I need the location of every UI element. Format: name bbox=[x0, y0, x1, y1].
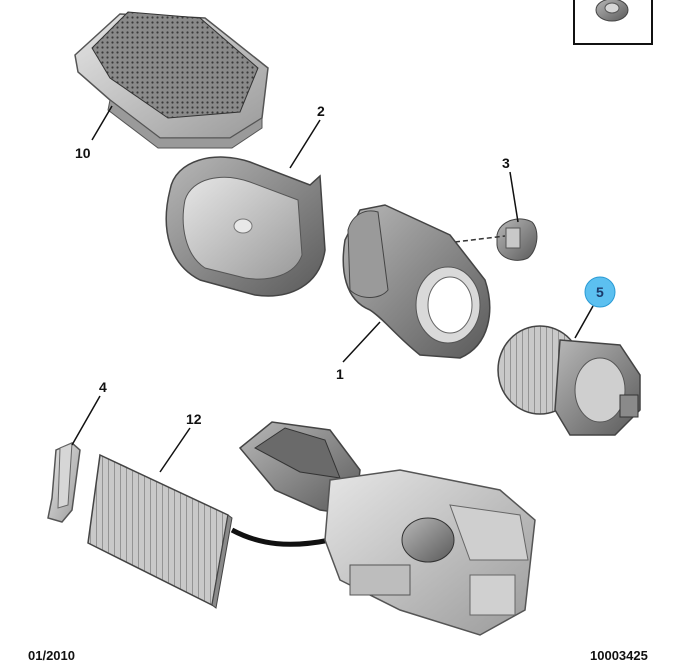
footer-date: 01/2010 bbox=[28, 648, 75, 663]
part-4-bracket bbox=[47, 442, 81, 523]
leader-4 bbox=[71, 395, 101, 446]
part-12-cabin-filter bbox=[87, 453, 233, 609]
leader-10 bbox=[91, 105, 113, 141]
part-3-connector bbox=[496, 218, 538, 261]
part-1-blower-scroll bbox=[342, 204, 491, 359]
callout-12[interactable]: 12 bbox=[186, 411, 202, 427]
inset-detail-box bbox=[573, 0, 653, 45]
callout-2[interactable]: 2 bbox=[317, 103, 325, 119]
callout-4[interactable]: 4 bbox=[99, 379, 107, 395]
leader-1 bbox=[342, 321, 381, 363]
footer-reference-number: 10003425 bbox=[590, 648, 648, 663]
callout-5[interactable]: 5 bbox=[596, 284, 604, 300]
leader-5 bbox=[574, 305, 594, 339]
callout-1[interactable]: 1 bbox=[336, 366, 344, 382]
hvac-assembly bbox=[238, 421, 536, 636]
leader-12 bbox=[159, 427, 191, 473]
part-2-housing-shell bbox=[165, 156, 326, 297]
part-5-blower-motor bbox=[497, 325, 641, 436]
dash-3 bbox=[454, 235, 506, 243]
leader-3 bbox=[509, 171, 519, 223]
part-10-grille-cover bbox=[74, 11, 269, 149]
leader-2 bbox=[289, 119, 321, 169]
hose bbox=[230, 527, 331, 547]
callout-10[interactable]: 10 bbox=[75, 145, 91, 161]
callout-3[interactable]: 3 bbox=[502, 155, 510, 171]
callout-5-highlight-marker bbox=[584, 276, 616, 308]
